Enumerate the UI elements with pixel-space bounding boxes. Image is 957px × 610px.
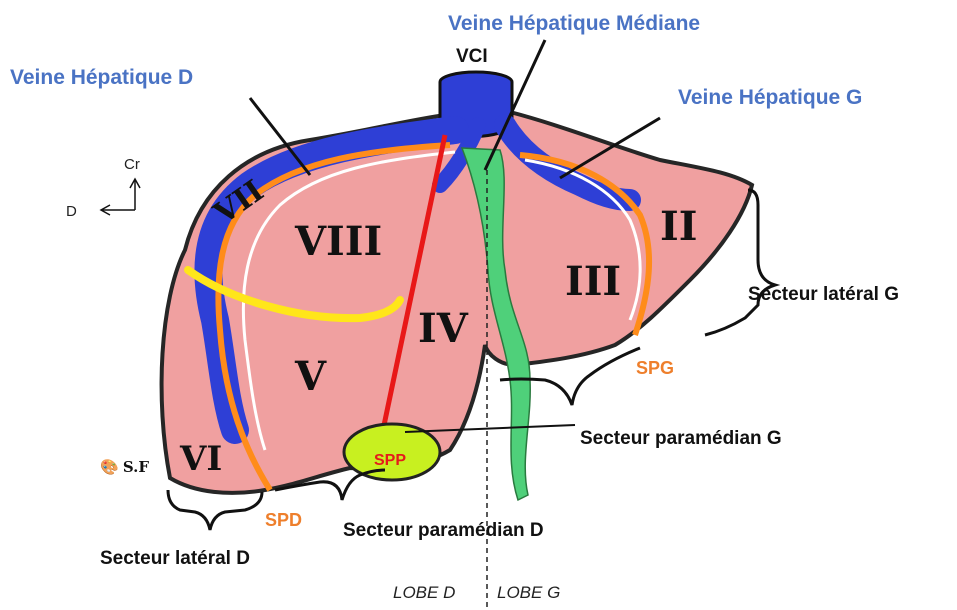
- label-spd: SPD: [265, 510, 302, 531]
- bracket-lateral-d: [168, 490, 262, 530]
- label-vci: VCI: [456, 46, 488, 68]
- label-spg: SPG: [636, 358, 674, 379]
- segment-VI: VI: [179, 439, 222, 479]
- palette-icon: 🎨: [100, 459, 119, 476]
- segment-VIII: VIII: [294, 218, 382, 265]
- label-vhg: Veine Hépatique G: [678, 86, 862, 110]
- label-spp: SPP: [374, 452, 406, 470]
- label-secteur-paramedian-g: Secteur paramédian G: [580, 428, 782, 450]
- label-sf: 🎨 S.F: [100, 458, 149, 476]
- label-cranial: Cr: [124, 156, 140, 173]
- segment-III: III: [565, 258, 621, 305]
- label-right: D: [66, 203, 77, 220]
- segment-IV: IV: [418, 305, 469, 352]
- segment-V: V: [294, 353, 327, 400]
- segment-II: II: [660, 203, 697, 250]
- label-secteur-lateral-g: Secteur latéral G: [748, 284, 899, 306]
- label-secteur-paramedian-d: Secteur paramédian D: [343, 520, 544, 542]
- label-vhd: Veine Hépatique D: [10, 66, 193, 90]
- label-secteur-lateral-d: Secteur latéral D: [100, 548, 250, 570]
- label-vhm: Veine Hépatique Médiane: [448, 12, 700, 36]
- label-lobe-g: LOBE G: [497, 583, 560, 603]
- label-lobe-d: LOBE D: [393, 583, 455, 603]
- label-sf-text: S.F: [123, 458, 149, 476]
